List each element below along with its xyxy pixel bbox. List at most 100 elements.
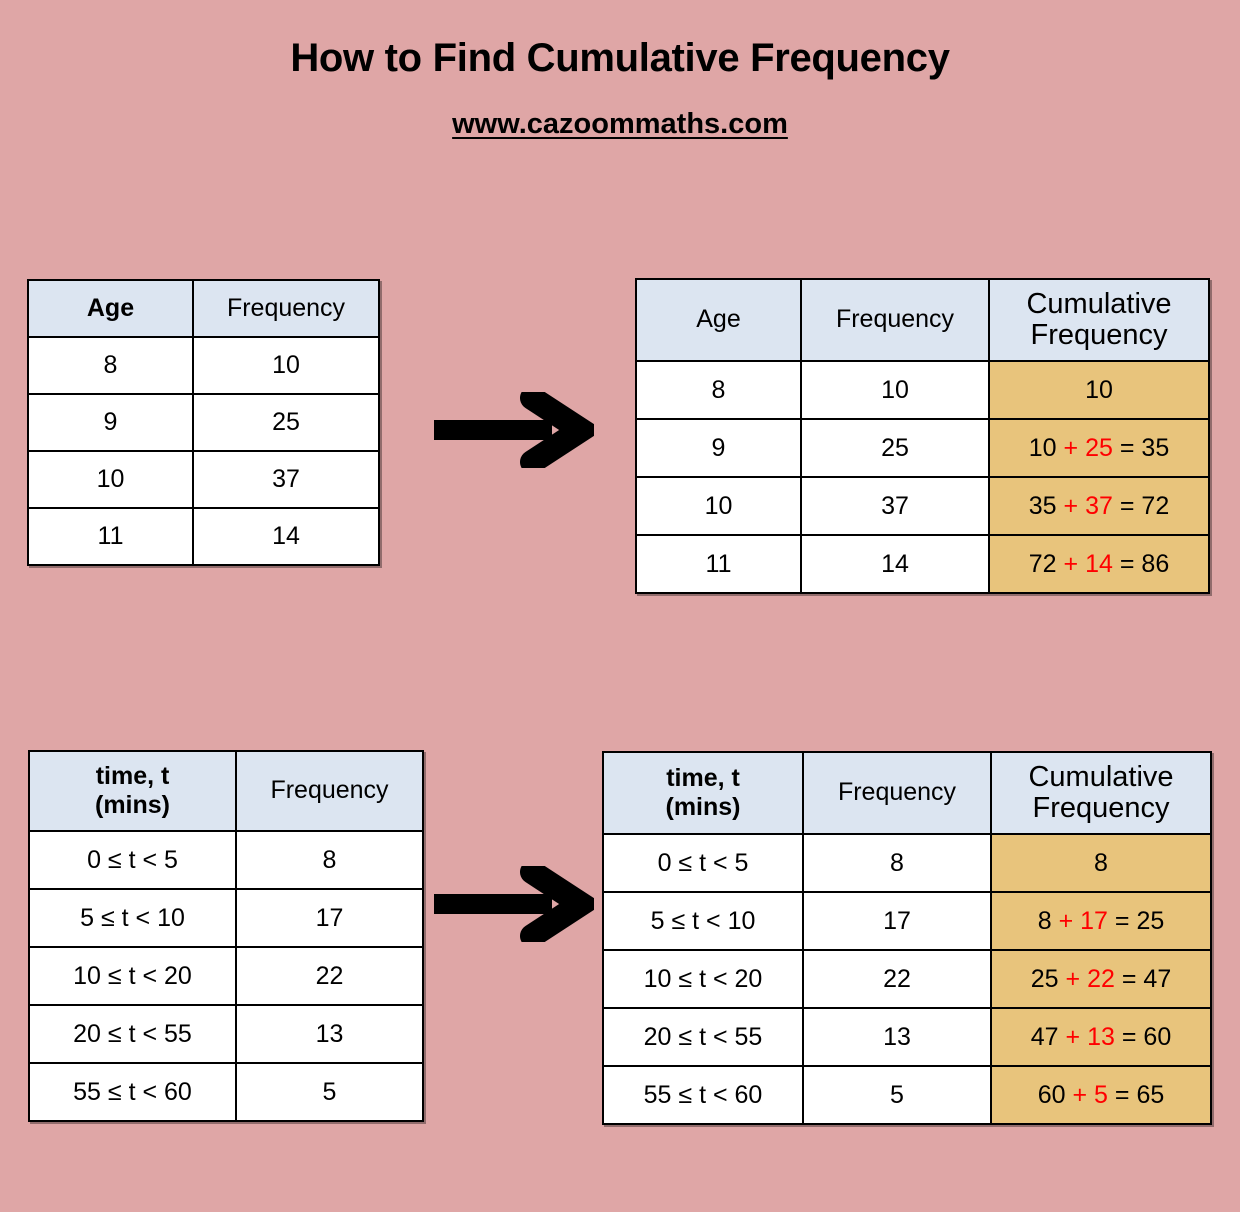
- arrow-right-icon: [434, 866, 594, 942]
- cell-time-interval: 55 ≤ t < 60: [602, 1065, 804, 1125]
- cell-time-interval: 20 ≤ t < 55: [28, 1004, 237, 1064]
- table-header-row: Age Frequency: [27, 279, 380, 338]
- cum-plus: +: [1072, 1080, 1088, 1109]
- table-row: 55 ≤ t < 60 5: [28, 1062, 424, 1122]
- cell-frequency: 25: [800, 418, 990, 478]
- result-table-time: time, t (mins) Frequency Cumulative Freq…: [602, 751, 1212, 1125]
- table-row: 0 ≤ t < 5 8 8: [602, 833, 1212, 893]
- cum-prev: 72: [1028, 549, 1057, 578]
- cell-time-interval: 10 ≤ t < 20: [602, 949, 804, 1009]
- cell-cumulative-frequency: 60 + 5 = 65: [990, 1065, 1212, 1125]
- cell-time-interval: 55 ≤ t < 60: [28, 1062, 237, 1122]
- cell-frequency: 37: [800, 476, 990, 536]
- column-header-frequency: Frequency: [235, 750, 424, 832]
- cell-frequency: 10: [800, 360, 990, 420]
- cum-plus: +: [1065, 964, 1081, 993]
- cum-prev: 47: [1030, 1022, 1059, 1051]
- cell-cumulative-frequency: 10 + 25 = 35: [988, 418, 1210, 478]
- arrow-right-icon: [434, 392, 594, 468]
- cell-frequency: 14: [800, 534, 990, 594]
- cell-frequency: 8: [802, 833, 992, 893]
- column-header-frequency: Frequency: [192, 279, 380, 338]
- cell-cumulative-frequency: 47 + 13 = 60: [990, 1007, 1212, 1067]
- cell-cumulative-frequency: 10: [988, 360, 1210, 420]
- cum-prev: 35: [1028, 491, 1057, 520]
- cum-equals: =: [1119, 549, 1135, 578]
- column-header-age: Age: [635, 278, 802, 362]
- table-row: 20 ≤ t < 55 13: [28, 1004, 424, 1064]
- source-table-age: Age Frequency 8 10 9 25 10 37 11 14: [27, 279, 380, 566]
- cell-time-interval: 5 ≤ t < 10: [602, 891, 804, 951]
- cell-time-interval: 10 ≤ t < 20: [28, 946, 237, 1006]
- cell-frequency: 17: [235, 888, 424, 948]
- table-row: 11 14: [27, 507, 380, 566]
- column-header-age: Age: [27, 279, 194, 338]
- table-row: 9 25 10 + 25 = 35: [635, 418, 1210, 478]
- column-header-frequency: Frequency: [800, 278, 990, 362]
- cum-total: 35: [1141, 433, 1170, 462]
- cell-frequency: 22: [235, 946, 424, 1006]
- table-row: 10 ≤ t < 20 22 25 + 22 = 47: [602, 949, 1212, 1009]
- cum-prev: 25: [1030, 964, 1059, 993]
- cell-frequency: 37: [192, 450, 380, 509]
- cell-age: 9: [635, 418, 802, 478]
- column-header-frequency: Frequency: [802, 751, 992, 835]
- cell-frequency: 25: [192, 393, 380, 452]
- table-row: 10 ≤ t < 20 22: [28, 946, 424, 1006]
- cell-frequency: 17: [802, 891, 992, 951]
- cum-total: 8: [1094, 848, 1108, 877]
- table-row: 11 14 72 + 14 = 86: [635, 534, 1210, 594]
- cum-total: 10: [1085, 375, 1113, 404]
- table-row: 5 ≤ t < 10 17 8 + 17 = 25: [602, 891, 1212, 951]
- table-row: 5 ≤ t < 10 17: [28, 888, 424, 948]
- cum-prev: 60: [1037, 1080, 1066, 1109]
- cum-plus: +: [1065, 1022, 1081, 1051]
- cum-total: 25: [1136, 906, 1165, 935]
- cell-frequency: 14: [192, 507, 380, 566]
- column-header-time: time, t (mins): [28, 750, 237, 832]
- cum-add: 22: [1087, 964, 1115, 993]
- table-header-row: time, t (mins) Frequency: [28, 750, 424, 832]
- source-table-time: time, t (mins) Frequency 0 ≤ t < 5 8 5 ≤…: [28, 750, 424, 1122]
- cum-add: 37: [1085, 491, 1113, 520]
- cum-total: 65: [1136, 1080, 1165, 1109]
- cell-age: 11: [27, 507, 194, 566]
- cum-plus: +: [1063, 549, 1079, 578]
- cell-age: 8: [635, 360, 802, 420]
- table-row: 9 25: [27, 393, 380, 452]
- cell-frequency: 10: [192, 336, 380, 395]
- cell-frequency: 5: [802, 1065, 992, 1125]
- column-header-cumulative-frequency: Cumulative Frequency: [990, 751, 1212, 835]
- website-url: www.cazoommaths.com: [452, 108, 788, 140]
- cell-age: 9: [27, 393, 194, 452]
- column-header-time: time, t (mins): [602, 751, 804, 835]
- cum-plus: +: [1063, 491, 1079, 520]
- table-row: 8 10 10: [635, 360, 1210, 420]
- cum-equals: =: [1114, 1080, 1130, 1109]
- cell-cumulative-frequency: 35 + 37 = 72: [988, 476, 1210, 536]
- cell-time-interval: 0 ≤ t < 5: [602, 833, 804, 893]
- cum-add: 5: [1094, 1080, 1108, 1109]
- result-table-age: Age Frequency Cumulative Frequency 8 10 …: [635, 278, 1210, 594]
- table-row: 55 ≤ t < 60 5 60 + 5 = 65: [602, 1065, 1212, 1125]
- cum-add: 13: [1087, 1022, 1115, 1051]
- cell-age: 10: [635, 476, 802, 536]
- cell-frequency: 8: [235, 830, 424, 890]
- cell-frequency: 13: [235, 1004, 424, 1064]
- table-row: 20 ≤ t < 55 13 47 + 13 = 60: [602, 1007, 1212, 1067]
- cum-total: 86: [1141, 549, 1170, 578]
- cum-equals: =: [1121, 964, 1137, 993]
- cum-equals: =: [1121, 1022, 1137, 1051]
- cum-prev: 10: [1028, 433, 1057, 462]
- cum-plus: +: [1058, 906, 1074, 935]
- cum-prev: 8: [1037, 906, 1052, 935]
- cell-cumulative-frequency: 25 + 22 = 47: [990, 949, 1212, 1009]
- cell-frequency: 13: [802, 1007, 992, 1067]
- table-header-row: Age Frequency Cumulative Frequency: [635, 278, 1210, 362]
- table-row: 8 10: [27, 336, 380, 395]
- cum-total: 47: [1143, 964, 1172, 993]
- table-row: 10 37: [27, 450, 380, 509]
- cum-plus: +: [1063, 433, 1079, 462]
- page-title: How to Find Cumulative Frequency: [290, 36, 950, 80]
- page-subtitle: www.cazoommaths.com: [0, 108, 1240, 141]
